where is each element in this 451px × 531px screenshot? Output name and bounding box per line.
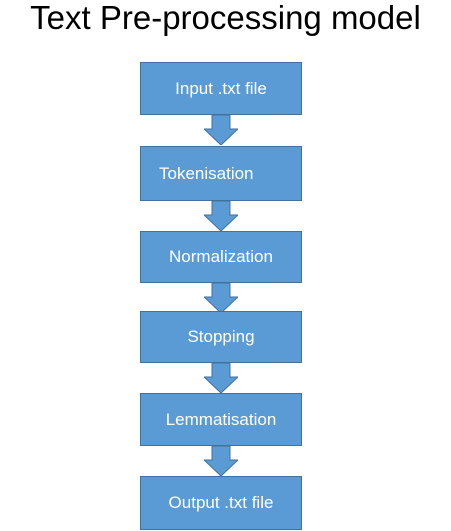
down-arrow-icon: [204, 283, 238, 313]
down-arrow-icon: [204, 115, 238, 145]
step-lemmatisation: Lemmatisation: [140, 393, 302, 446]
step-normalization: Normalization: [140, 231, 302, 283]
down-arrow-icon: [204, 446, 238, 476]
step-output-file: Output .txt file: [140, 476, 302, 530]
diagram-title: Text Pre-processing model: [30, 0, 421, 36]
down-arrow-icon: [204, 201, 238, 231]
down-arrow-icon: [204, 363, 238, 393]
step-input-file: Input .txt file: [140, 62, 302, 115]
step-tokenisation: Tokenisation: [140, 146, 302, 201]
step-stopping: Stopping: [140, 311, 302, 363]
